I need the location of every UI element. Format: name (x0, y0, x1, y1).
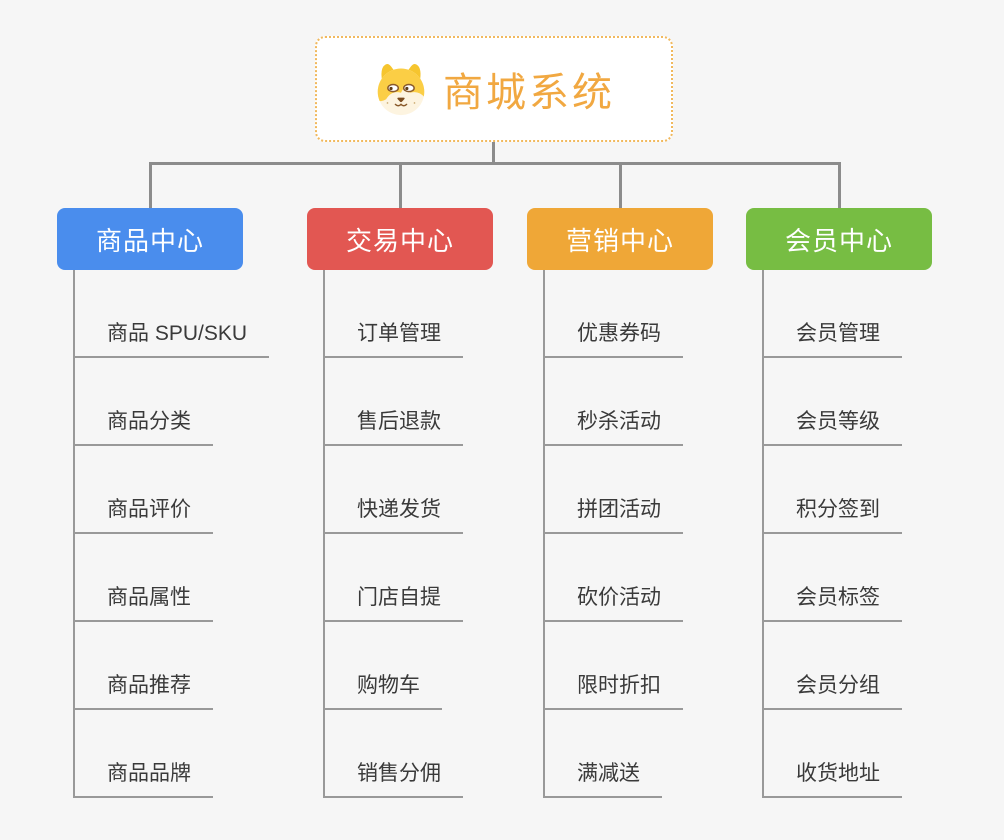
root-node-title: 商城系统 (443, 71, 615, 115)
leaf-node-label[interactable]: 商品属性 (75, 581, 213, 622)
branch-node-label: 商品中心 (95, 225, 204, 256)
leaf-node-label[interactable]: 商品品牌 (75, 757, 213, 798)
leaf-node: 会员分组 (764, 622, 932, 710)
leaf-node: 商品推荐 (75, 622, 243, 710)
leaf-node-label[interactable]: 满减送 (545, 757, 662, 798)
leaf-node-label[interactable]: 拼团活动 (545, 493, 683, 534)
leaf-node-label[interactable]: 售后退款 (325, 405, 463, 446)
leaf-node-label[interactable]: 秒杀活动 (545, 405, 683, 446)
leaf-node: 优惠券码 (545, 270, 713, 358)
leaf-node: 会员管理 (764, 270, 932, 358)
leaf-node: 会员等级 (764, 358, 932, 446)
connector-horizontal (149, 162, 840, 165)
leaf-node-label[interactable]: 销售分佣 (325, 757, 463, 798)
leaf-node: 门店自提 (325, 534, 493, 622)
branch-column-product: 商品中心 商品 SPU/SKU 商品分类 商品评价 商品属性 商品推荐 商品品牌 (57, 208, 270, 798)
leaf-node-label[interactable]: 快递发货 (325, 493, 463, 534)
leaf-node: 商品评价 (75, 446, 243, 534)
branch-column-member: 会员中心 会员管理 会员等级 积分签到 会员标签 会员分组 收货地址 (746, 208, 932, 798)
leaf-node: 限时折扣 (545, 622, 713, 710)
branch-items-marketing: 优惠券码 秒杀活动 拼团活动 砍价活动 限时折扣 满减送 (543, 270, 713, 798)
leaf-node-label[interactable]: 会员分组 (764, 669, 902, 710)
leaf-node-label[interactable]: 订单管理 (325, 317, 463, 358)
leaf-node-label[interactable]: 会员标签 (764, 581, 902, 622)
leaf-node: 购物车 (325, 622, 493, 710)
leaf-node: 商品 SPU/SKU (75, 270, 270, 358)
branch-items-product: 商品 SPU/SKU 商品分类 商品评价 商品属性 商品推荐 商品品牌 (73, 270, 270, 798)
connector-drop-member (838, 162, 841, 209)
leaf-node: 商品品牌 (75, 710, 243, 798)
shiba-dog-icon (377, 63, 425, 116)
branch-items-trade: 订单管理 售后退款 快递发货 门店自提 购物车 销售分佣 (323, 270, 493, 798)
leaf-node: 积分签到 (764, 446, 932, 534)
leaf-node: 收货地址 (764, 710, 932, 798)
leaf-node-label[interactable]: 优惠券码 (545, 317, 683, 358)
branch-node-trade[interactable]: 交易中心 (307, 208, 493, 270)
leaf-node: 砍价活动 (545, 534, 713, 622)
leaf-node-label[interactable]: 商品评价 (75, 493, 213, 534)
leaf-node-label[interactable]: 商品推荐 (75, 669, 213, 710)
leaf-node-label[interactable]: 限时折扣 (545, 669, 683, 710)
branch-node-label: 会员中心 (784, 225, 893, 256)
leaf-node-label[interactable]: 门店自提 (325, 581, 463, 622)
branch-node-label: 交易中心 (345, 225, 454, 256)
leaf-node: 会员标签 (764, 534, 932, 622)
leaf-node-label[interactable]: 会员等级 (764, 405, 902, 446)
branch-items-member: 会员管理 会员等级 积分签到 会员标签 会员分组 收货地址 (762, 270, 932, 798)
connector-drop-marketing (619, 162, 622, 209)
leaf-node: 订单管理 (325, 270, 493, 358)
leaf-node: 满减送 (545, 710, 713, 798)
leaf-node-label[interactable]: 积分签到 (764, 493, 902, 534)
branch-column-trade: 交易中心 订单管理 售后退款 快递发货 门店自提 购物车 销售分佣 (307, 208, 493, 798)
connector-drop-product (149, 162, 152, 209)
branch-column-marketing: 营销中心 优惠券码 秒杀活动 拼团活动 砍价活动 限时折扣 满减送 (527, 208, 713, 798)
leaf-node: 商品属性 (75, 534, 243, 622)
branch-node-marketing[interactable]: 营销中心 (527, 208, 713, 270)
branch-node-member[interactable]: 会员中心 (746, 208, 932, 270)
connector-drop-trade (399, 162, 402, 209)
leaf-node: 商品分类 (75, 358, 243, 446)
leaf-node-label[interactable]: 收货地址 (764, 757, 902, 798)
leaf-node-label[interactable]: 商品分类 (75, 405, 213, 446)
leaf-node: 秒杀活动 (545, 358, 713, 446)
connector-root-drop (492, 142, 495, 164)
leaf-node: 销售分佣 (325, 710, 493, 798)
leaf-node-label[interactable]: 会员管理 (764, 317, 902, 358)
leaf-node-label[interactable]: 购物车 (325, 669, 442, 710)
leaf-node: 快递发货 (325, 446, 493, 534)
branch-node-product[interactable]: 商品中心 (57, 208, 243, 270)
branch-node-label: 营销中心 (565, 225, 674, 256)
leaf-node-label[interactable]: 砍价活动 (545, 581, 683, 622)
leaf-node-label[interactable]: 商品 SPU/SKU (75, 317, 270, 358)
root-node-mall-system[interactable]: 商城系统 (315, 36, 673, 142)
leaf-node: 拼团活动 (545, 446, 713, 534)
leaf-node: 售后退款 (325, 358, 493, 446)
